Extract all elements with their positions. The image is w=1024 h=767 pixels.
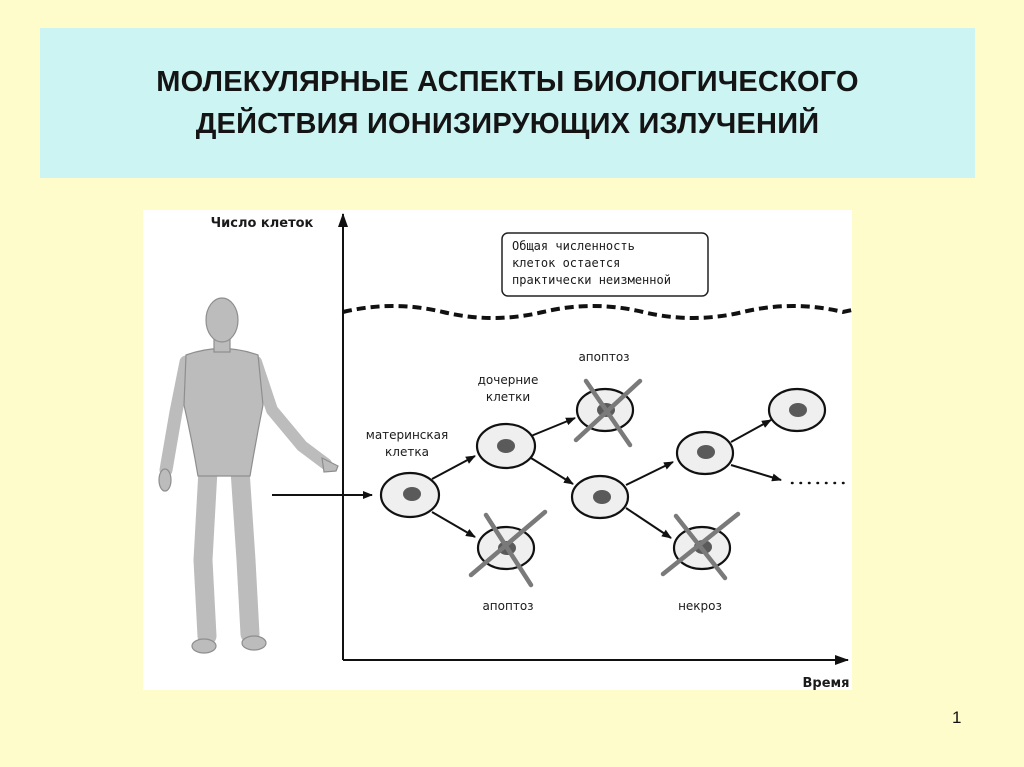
- cross-line: [483, 512, 534, 588]
- figure-hanging-arm: [159, 355, 193, 477]
- y-axis-label: Число клеток: [211, 216, 314, 231]
- title-line-2: ДЕЙСТВИЯ ИОНИЗИРУЮЩИХ ИЗЛУЧЕНИЙ: [195, 108, 820, 140]
- note-line-2: клеток остается: [512, 256, 620, 270]
- arrow-mother-to-apoptosis: [431, 511, 476, 538]
- arrow-cell-to-cell: [625, 461, 674, 486]
- cross-line: [673, 513, 728, 581]
- cross-line: [573, 378, 643, 443]
- apoptosis-cell-bottom: [468, 509, 548, 588]
- daughter-cell: [475, 422, 537, 470]
- figure-pointing-hand: [321, 456, 339, 473]
- title-box: МОЛЕКУЛЯРНЫЕ АСПЕКТЫ БИОЛОГИЧЕСКОГО ДЕЙС…: [40, 28, 975, 178]
- arrow-cell-to-last-cell: [730, 419, 772, 443]
- label-mother-line-2: клетка: [385, 445, 429, 459]
- total-count-line: [342, 304, 853, 320]
- cell-nucleus: [403, 487, 421, 501]
- label-necrosis: некроз: [678, 599, 722, 613]
- x-axis-label: Время: [802, 676, 849, 691]
- figure-left-leg: [193, 460, 218, 646]
- figure-left-foot: [191, 638, 217, 654]
- cell-nucleus: [593, 490, 611, 504]
- figure-torso: [183, 347, 264, 477]
- surviving-cell-middle: [570, 474, 630, 520]
- surviving-cell-upper: [675, 430, 735, 476]
- figure-head: [205, 297, 239, 343]
- figure-right-foot: [241, 635, 267, 651]
- apoptosis-cell-top: [573, 378, 643, 448]
- cell-nucleus: [697, 445, 715, 459]
- title-line-1: МОЛЕКУЛЯРНЫЕ АСПЕКТЫ БИОЛОГИЧЕСКОГО: [156, 66, 859, 98]
- figure-right-leg: [230, 460, 260, 644]
- arrow-daughter-to-cell: [530, 457, 574, 485]
- necrosis-cell: [660, 511, 741, 581]
- cell-nucleus: [789, 403, 807, 417]
- arrow-cell-to-necrosis: [625, 507, 672, 539]
- mother-cell: [379, 471, 441, 519]
- cross-line: [660, 511, 741, 577]
- label-mother-line-1: материнская: [366, 428, 448, 442]
- label-apoptosis-top: апоптоз: [578, 350, 629, 364]
- human-figure-icon: [158, 297, 339, 654]
- page-number: 1: [952, 708, 962, 727]
- label-daughter-line-1: дочерние: [478, 373, 539, 387]
- note-line-3: практически неизменной: [512, 273, 671, 287]
- arrow-mother-to-daughter: [431, 455, 476, 480]
- label-apoptosis-bottom: апоптоз: [482, 599, 533, 613]
- figure-hanging-hand: [158, 468, 172, 492]
- figure-pointing-arm: [250, 356, 332, 470]
- label-daughter-line-2: клетки: [486, 390, 530, 404]
- cross-line: [468, 509, 548, 578]
- arrow-daughter-to-apoptosis: [530, 417, 576, 437]
- cell-nucleus: [497, 439, 515, 453]
- surviving-cell-last: [767, 387, 827, 433]
- note-line-1: Общая численность: [512, 239, 635, 253]
- arrow-cell-to-continuation: [730, 464, 782, 482]
- note-box: [501, 232, 709, 297]
